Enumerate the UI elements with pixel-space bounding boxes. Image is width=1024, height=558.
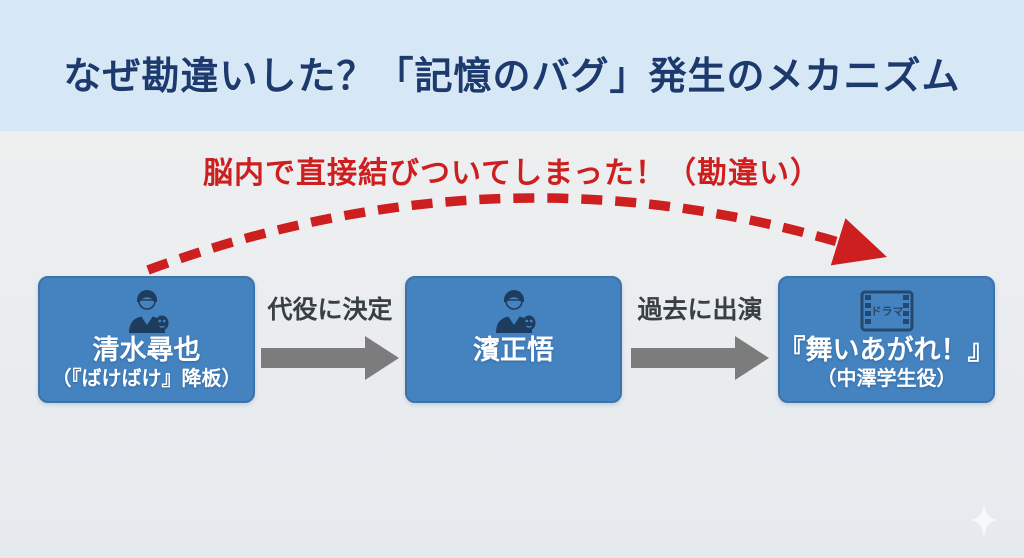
node-title: 清水尋也 (92, 334, 201, 365)
connector-replacement: 代役に決定 (255, 290, 405, 400)
connector-past-appearance: 過去に出演 (625, 290, 775, 400)
actor-mask-icon (121, 287, 173, 333)
node-note: （中澤学生役） (816, 368, 957, 391)
mistake-caption: 脳内で直接結びついてしまった！（勘違い） (203, 157, 821, 190)
right-arrow-icon (261, 336, 399, 380)
right-arrow-icon (631, 336, 769, 380)
flow-node-shimizu: 清水尋也 （『ばけばけ』降板） (38, 276, 255, 403)
node-title: 濱正悟 (473, 334, 554, 365)
node-title: 『舞いあがれ！』 (778, 334, 995, 365)
sparkle-icon (971, 503, 997, 539)
connector-label: 過去に出演 (637, 296, 763, 324)
page-title: なぜ勘違いした？「記憶のバグ」発生のメカニズム (63, 56, 961, 98)
drama-icon-label: ドラマ (870, 305, 903, 318)
actor-mask-icon (488, 287, 540, 333)
connector-label: 代役に決定 (267, 296, 393, 324)
node-note: （『ばけばけ』降板） (51, 368, 242, 391)
drama-film-icon: ドラマ (859, 287, 915, 333)
header-band: なぜ勘違いした？「記憶のバグ」発生のメカニズム (0, 0, 1024, 131)
flow-node-hama: 濱正悟 (405, 276, 622, 403)
arc-path (146, 193, 888, 275)
flow-node-maiagare: ドラマ 『舞いあがれ！』 （中澤学生役） (778, 276, 995, 403)
